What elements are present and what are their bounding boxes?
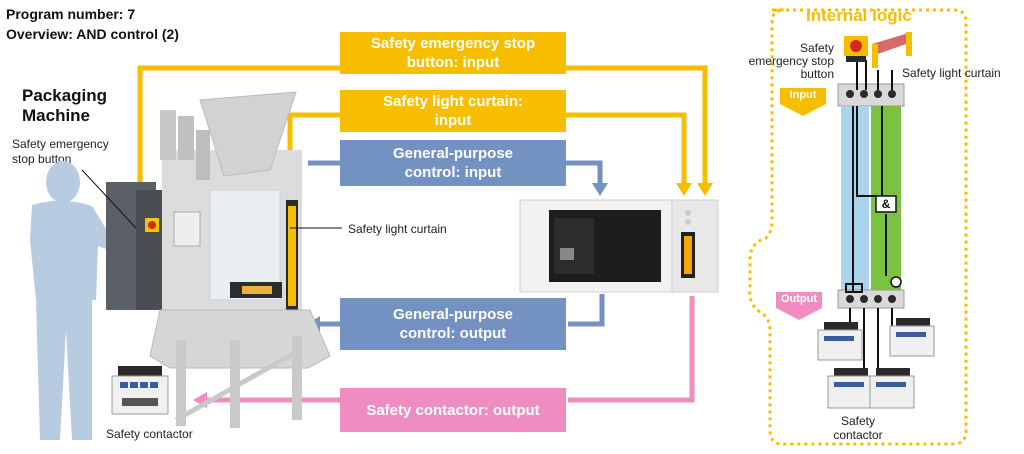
- and-symbol: &: [881, 197, 891, 211]
- logic-contactor-label: Safety contactor: [818, 414, 898, 442]
- machine-title-line1: Packaging: [22, 86, 108, 105]
- overview-title: Overview: AND control (2): [6, 26, 179, 42]
- contactor-output-box: Safety contactor: output: [340, 388, 566, 432]
- curtain-arrowhead: [676, 183, 692, 196]
- input-tag: Input: [789, 89, 817, 101]
- estop-wire-right: [564, 65, 708, 186]
- output-node: [890, 276, 902, 288]
- estop-label: Safety emergency stop button: [12, 137, 109, 167]
- light-curtain-input-box: Safety light curtain: input: [340, 90, 566, 132]
- gp-input-line2: control: input: [404, 164, 502, 181]
- estop-label-line1: Safety emergency: [12, 137, 109, 151]
- internal-logic-border: [748, 8, 968, 446]
- logic-contactor-1: [817, 322, 863, 361]
- logic-contactor-line2: contactor: [833, 428, 883, 442]
- gp-input-arrowhead: [592, 183, 608, 196]
- light-curtain-label: Safety light curtain: [348, 222, 447, 236]
- gp-output-box: General-purpose control: output: [340, 298, 566, 350]
- logic-contactor-2: [889, 318, 935, 357]
- packaging-machine-illustration: [106, 91, 331, 428]
- gp-input-line1: General-purpose: [392, 145, 514, 162]
- logic-estop-label: Safety emergency stop button: [734, 42, 834, 81]
- plc-controller: [519, 199, 719, 293]
- gp-output-line2: control: output: [399, 325, 507, 342]
- logic-wiring: [845, 60, 893, 376]
- logic-estop-line1: Safety: [799, 41, 834, 55]
- logic-estop-line2: emergency stop: [748, 54, 834, 68]
- and-gate: [875, 195, 897, 213]
- output-tag: Output: [780, 293, 818, 305]
- estop-wire-left: [137, 65, 342, 225]
- logic-estop-icon: [844, 36, 868, 62]
- estop-pointer: [81, 169, 137, 229]
- curtain-wire-right: [564, 112, 687, 186]
- light-curtain-input-line2: input: [434, 112, 472, 129]
- logic-contactor-3: [827, 368, 873, 409]
- operator-silhouette: [30, 161, 130, 440]
- gp-input-box: General-purpose control: input: [340, 140, 566, 186]
- gp-output-wire-right: [568, 294, 605, 327]
- estop-input-box: Safety emergency stop button: input: [340, 32, 566, 74]
- light-curtain-input-line1: Safety light curtain:: [382, 93, 524, 110]
- estop-input-line1: Safety emergency stop: [370, 35, 536, 52]
- machine-title-line2: Machine: [22, 106, 91, 125]
- logic-contactor-line1: Safety: [840, 414, 876, 428]
- logic-light-curtain-icon: [872, 32, 912, 68]
- contactor-wire-right: [568, 296, 695, 403]
- output-tag-shape: [776, 292, 822, 320]
- machine-title: Packaging Machine: [22, 86, 107, 126]
- gp-output-line1: General-purpose: [392, 306, 514, 323]
- logic-light-curtain-label: Safety light curtain: [902, 66, 1001, 80]
- gp-input-wire-right: [566, 160, 603, 185]
- input-tag-shape: [780, 88, 826, 116]
- logic-estop-line3: button: [800, 67, 834, 81]
- safety-contactor-left: [111, 366, 169, 415]
- estop-label-line2: stop button: [12, 152, 72, 166]
- logic-contactor-4: [869, 368, 915, 409]
- safety-contactor-label: Safety contactor: [106, 427, 193, 441]
- internal-logic-title: Internal logic: [806, 6, 912, 25]
- estop-input-line2: button: input: [406, 54, 500, 71]
- program-number: Program number: 7: [6, 6, 136, 22]
- estop-arrowhead: [697, 183, 713, 196]
